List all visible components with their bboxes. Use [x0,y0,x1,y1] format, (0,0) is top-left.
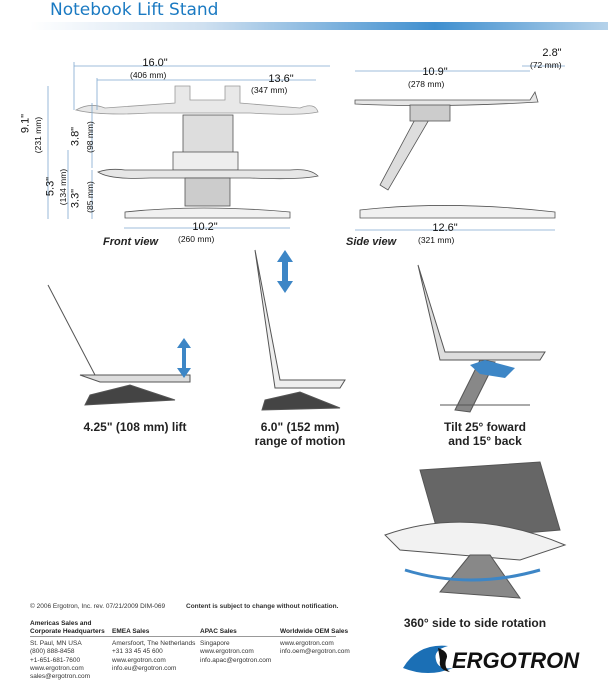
motion-arrows [177,250,541,582]
link[interactable]: info.oem@ergotron.com [280,648,350,656]
dim-side-base-mm: (321 mm) [418,235,455,245]
col-heading: Worldwide OEM Sales [280,628,349,635]
caption-range: 6.0" (152 mm)range of motion [235,420,365,448]
col-heading: Americas Sales and [30,620,92,627]
line: +1-651-681-7600 [30,656,81,664]
dim-width-total: 16.0" [142,57,168,69]
caption-line: 360° side to side rotation [403,616,547,630]
dim-base: 10.2" [192,221,218,233]
dim-lip: 2.8" [542,47,562,59]
side-view-drawing [354,91,556,219]
caption-line: 4.25" (108 mm) lift [83,420,187,434]
dim-height-max-mm: (231 mm) [33,116,43,154]
link[interactable]: www.ergotron.com [30,664,84,672]
dim-base-height-mm: (85 mm) [85,181,95,213]
dim-height-min-mm: (134 mm) [58,168,68,206]
dim-width-tray-mm: (347 mm) [251,85,288,95]
notice: Content is subject to change without not… [186,603,339,610]
caption-lift: 4.25" (108 mm) lift [55,420,215,434]
dim-lift: 3.8" [69,126,82,146]
dim-base-height: 3.3" [69,188,82,208]
link[interactable]: www.ergotron.com [112,656,166,664]
col-heading: Corporate Headquarters [30,628,105,635]
dim-lift-mm: (98 mm) [85,121,95,153]
caption-line: Tilt 25° foward [444,420,526,434]
dim-width-tray: 13.6" [268,73,294,85]
dim-depth-mm: (278 mm) [408,79,445,89]
ergotron-logo-icon [403,645,453,673]
dim-base-mm: (260 mm) [178,234,215,244]
page-title: Notebook Lift Stand [50,0,219,20]
copyright: © 2006 Ergotron, Inc. rev. 07/21/2009 DI… [30,603,166,610]
line: Singapore [200,640,230,647]
dim-height-max: 9.1" [19,113,32,133]
link[interactable]: sales@ergotron.com [30,673,91,681]
col-lines: St. Paul, MN USA(800) 888-8458+1-651-681… [30,640,108,681]
dim-width-total-mm: (406 mm) [130,70,167,80]
col-lines: Amersfoort, The Netherlands+31 33 45 45 … [112,640,202,673]
footer-divider [30,636,336,637]
caption-line: range of motion [254,434,346,448]
line: St. Paul, MN USA [30,640,82,647]
caption-line: and 15° back [448,434,522,448]
logo-wordmark: ERGOTRON [452,648,580,673]
dim-depth: 10.9" [422,66,448,78]
footer-col-emea: EMEA Sales Amersfoort, The Netherlands+3… [112,628,202,673]
dim-side-base: 12.6" [432,222,458,234]
caption-rotation: 360° side to side rotation [385,616,565,630]
link[interactable]: info.apac@ergotron.com [200,656,272,664]
line: (800) 888-8458 [30,648,75,656]
header-band [30,22,608,30]
footer-col-americas: Americas Sales and Corporate Headquarter… [30,620,108,681]
front-view-drawing [74,85,319,219]
col-heading: APAC Sales [200,628,237,635]
side-view-label: Side view [346,236,397,248]
link[interactable]: www.ergotron.com [200,648,254,656]
dim-height-min: 5.3" [44,176,57,196]
line: +31 33 45 45 600 [112,648,163,656]
dimension-lines [47,62,565,231]
link[interactable]: www.ergotron.com [280,640,334,647]
link[interactable]: info.eu@ergotron.com [112,664,177,672]
dim-lip-mm: (72 mm) [530,60,562,70]
line: Amersfoort, The Netherlands [112,640,196,647]
caption-line: 6.0" (152 mm) [260,420,340,434]
front-view-label: Front view [103,236,159,248]
col-heading: EMEA Sales [112,628,150,635]
